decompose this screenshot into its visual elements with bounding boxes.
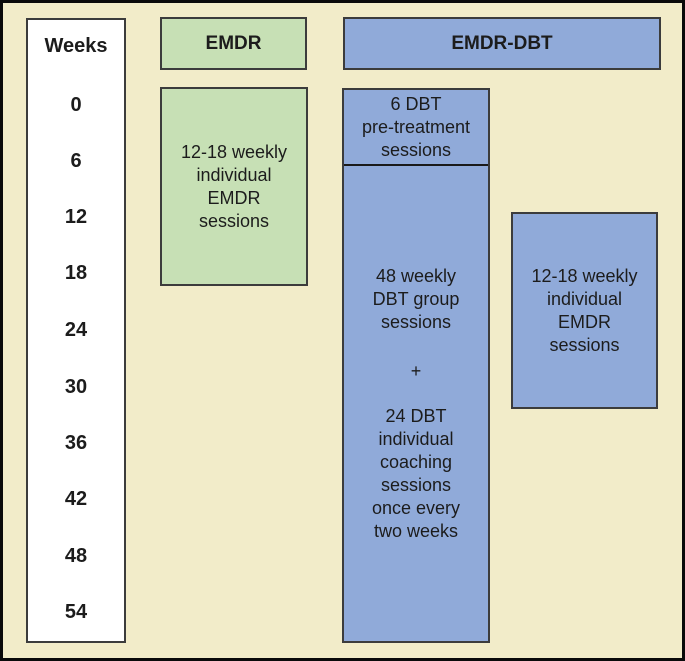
text-line: 12-18 weekly [531, 265, 638, 286]
week-tick-42: 42 [64, 488, 88, 510]
text-line: EMDR [207, 187, 261, 208]
text-line: individual [546, 288, 623, 309]
text-line: individual [196, 164, 272, 185]
plus-sign: + [410, 360, 422, 381]
weeks-axis-title: Weeks [44, 35, 108, 57]
week-tick-24: 24 [64, 319, 88, 341]
text-line: sessions [198, 210, 270, 231]
text-line: DBT group [372, 288, 460, 309]
emdr-dbt-arm-header: EMDR-DBT [343, 17, 661, 70]
week-tick-30: 30 [64, 376, 88, 398]
week-tick-36: 36 [64, 432, 88, 454]
emdr-sessions-box: 12-18 weekly individual EMDR sessions [160, 87, 308, 286]
text-line: sessions [380, 139, 452, 160]
week-tick-48: 48 [64, 545, 88, 567]
text-line: pre-treatment [361, 116, 471, 137]
text-line: 6 DBT [390, 93, 442, 114]
text-line: coaching [379, 451, 453, 472]
text-line: 12-18 weekly [180, 141, 288, 162]
week-tick-0: 0 [70, 94, 82, 116]
text-line: sessions [549, 334, 620, 355]
text-line: once every [371, 497, 461, 518]
weeks-axis-column: Weeks 0 6 12 18 24 30 36 42 48 54 [26, 18, 126, 643]
text-line: EMDR [558, 311, 611, 332]
text-line: individual [378, 428, 454, 449]
emdr-arm-header: EMDR [160, 17, 307, 70]
text-line: sessions [380, 474, 452, 495]
week-tick-6: 6 [70, 150, 82, 172]
text-line: sessions [380, 311, 452, 332]
text-line: 48 weekly [375, 265, 457, 286]
dbt-group-lines: 48 weekly DBT group sessions [373, 265, 460, 334]
dbt-main-box: 48 weekly DBT group sessions + 24 DBT in… [344, 166, 488, 641]
emdr-dbt-emdr-sessions-box: 12-18 weekly individual EMDR sessions [511, 212, 658, 409]
week-tick-12: 12 [64, 206, 88, 228]
week-tick-18: 18 [64, 262, 88, 284]
week-tick-54: 54 [64, 601, 88, 623]
text-line: two weeks [373, 520, 459, 541]
dbt-coaching-lines: 24 DBT individual coaching sessions once… [372, 405, 460, 543]
dbt-pretreatment-box: 6 DBT pre-treatment sessions [344, 90, 488, 166]
dbt-sessions-column: 6 DBT pre-treatment sessions 48 weekly D… [342, 88, 490, 643]
text-line: 24 DBT [385, 405, 447, 426]
